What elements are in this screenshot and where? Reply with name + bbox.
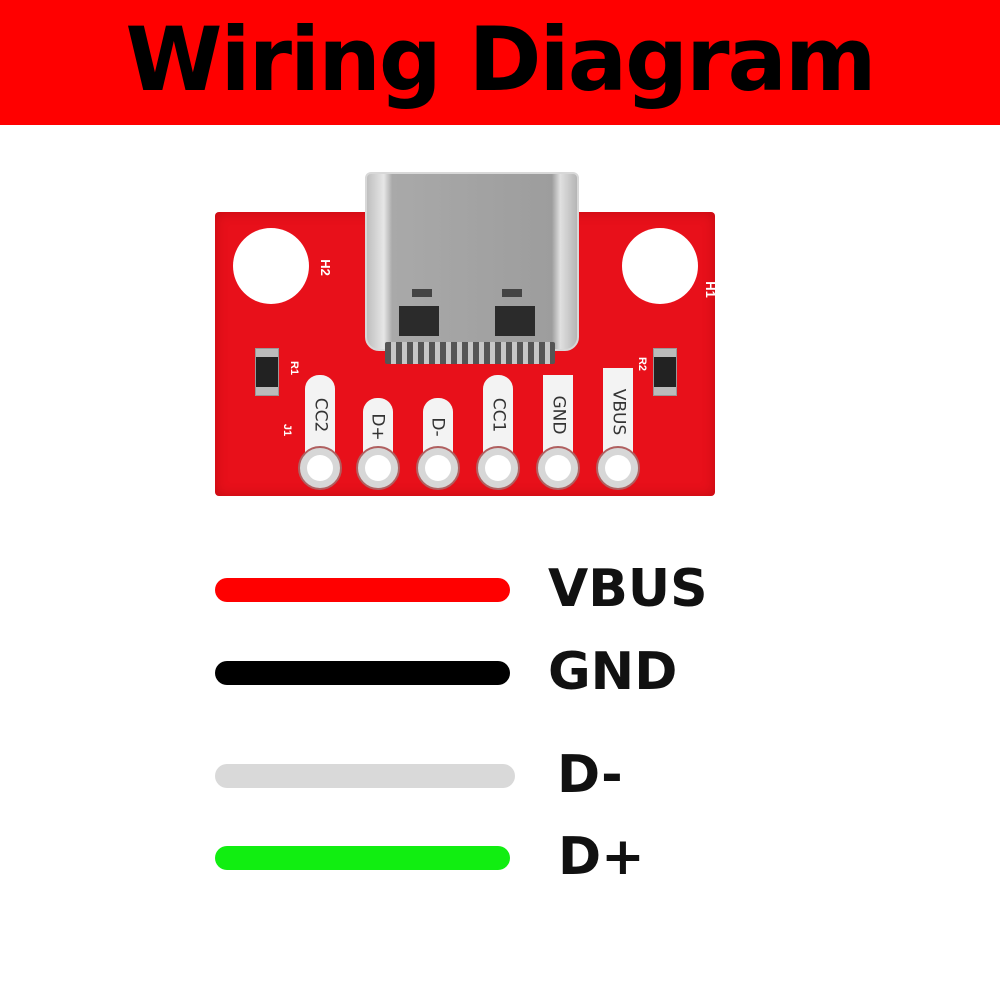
silk-j1: J1 xyxy=(281,423,294,437)
pad-gnd xyxy=(536,446,580,490)
page-title: Wiring Diagram xyxy=(125,7,876,111)
usb-c-connector xyxy=(365,172,579,351)
wire-red xyxy=(215,578,510,602)
pad-cc2 xyxy=(298,446,342,490)
resistor-r1 xyxy=(255,348,279,396)
silk-h1: H1 xyxy=(702,281,718,298)
legend-label: D- xyxy=(557,744,623,805)
legend-label: VBUS xyxy=(548,558,708,619)
legend-label: D+ xyxy=(558,826,645,887)
connector-pad xyxy=(399,306,439,336)
pin-label-vbus: VBUS xyxy=(603,368,633,455)
pad-dplus xyxy=(356,446,400,490)
connector-pad xyxy=(495,306,535,336)
wire-green xyxy=(215,846,510,870)
wire-white xyxy=(215,764,515,788)
mounting-hole-left xyxy=(233,228,309,304)
silk-r2: R2 xyxy=(636,356,649,372)
legend-item-gnd: GND xyxy=(215,643,735,703)
mounting-hole-right xyxy=(622,228,698,304)
legend-item-dminus: D- xyxy=(215,746,735,806)
legend-item-vbus: VBUS xyxy=(215,560,735,620)
connector-detail xyxy=(412,289,432,297)
silk-h2: H2 xyxy=(317,259,333,276)
legend-label: GND xyxy=(548,641,678,702)
usb-c-breakout-board: H2 H1 R1 J1 R2 CC2 D+ D- CC1 GND VBUS xyxy=(215,170,720,498)
pin-label-cc2: CC2 xyxy=(305,375,335,455)
resistor-r2 xyxy=(653,348,677,396)
legend-item-dplus: D+ xyxy=(215,828,735,888)
connector-pins xyxy=(385,342,555,364)
wire-black xyxy=(215,661,510,685)
pin-label-cc1: CC1 xyxy=(483,375,513,455)
silk-r1: R1 xyxy=(288,360,301,376)
title-banner: Wiring Diagram xyxy=(0,0,1000,125)
pad-dminus xyxy=(416,446,460,490)
pad-cc1 xyxy=(476,446,520,490)
pin-label-gnd: GND xyxy=(543,375,573,455)
connector-detail xyxy=(502,289,522,297)
pad-vbus xyxy=(596,446,640,490)
